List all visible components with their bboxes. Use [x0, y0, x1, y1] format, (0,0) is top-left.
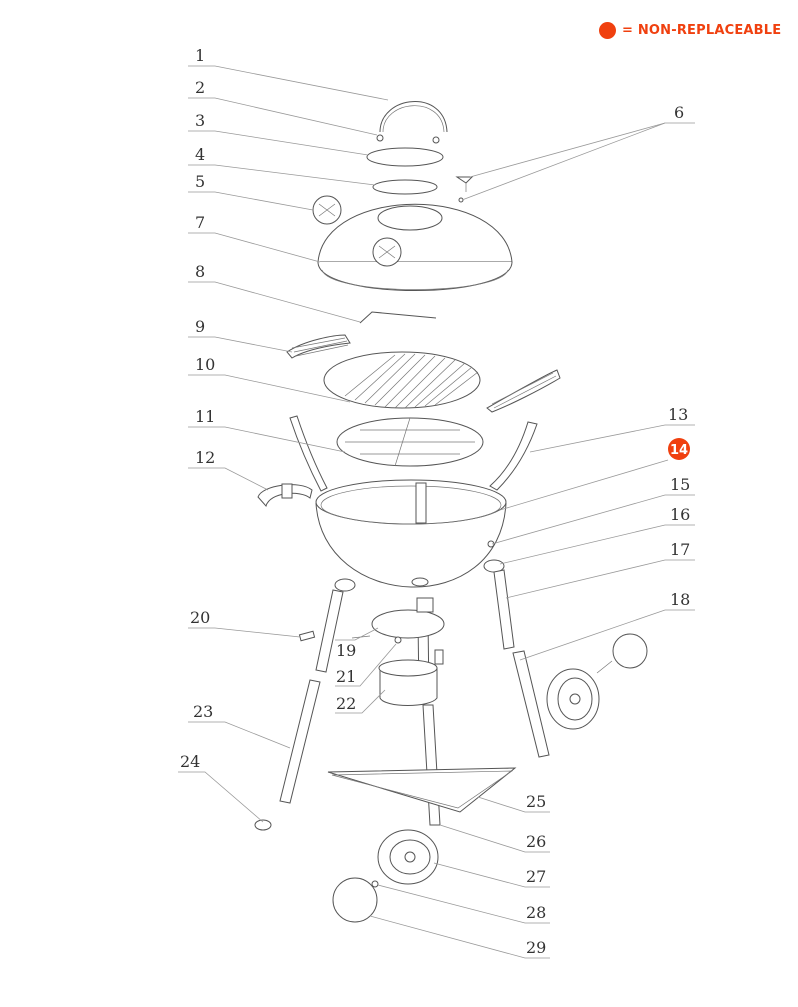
- part-label-14: 14: [670, 443, 688, 458]
- part-label-28: 28: [526, 903, 546, 922]
- part-label-5: 5: [195, 172, 205, 191]
- part-label-11: 11: [195, 407, 215, 426]
- part-label-12: 12: [195, 448, 215, 467]
- bowl-hardware: [487, 540, 495, 548]
- part-label-18: 18: [670, 590, 690, 609]
- leg-left: [315, 589, 344, 673]
- part-label-24: 24: [180, 752, 200, 771]
- leader-lines: [178, 65, 695, 959]
- part-label-2: 2: [195, 78, 205, 97]
- non-replaceable-dot-icon: [599, 22, 616, 39]
- bowl-handle-right: [489, 421, 538, 491]
- side-grate-left: [286, 334, 351, 359]
- part-label-29: 29: [526, 938, 546, 957]
- ash-catcher-plate: [371, 609, 445, 639]
- part-label-6: 6: [674, 103, 684, 122]
- part-drawings: [254, 101, 648, 923]
- part-label-25: 25: [526, 792, 546, 811]
- part-label-10: 10: [195, 355, 215, 374]
- part-label-8: 8: [195, 262, 205, 281]
- part-label-21: 21: [336, 667, 356, 686]
- part-label-26: 26: [526, 832, 546, 851]
- part-label-20: 20: [190, 608, 210, 627]
- legend-label: = NON-REPLACEABLE: [622, 23, 782, 38]
- part-label-7: 7: [195, 213, 205, 232]
- part-label-17: 17: [670, 540, 690, 559]
- axle-nut: [371, 880, 379, 888]
- part-label-27: 27: [526, 867, 546, 886]
- lid-handle: [379, 101, 448, 133]
- part-label-16: 16: [670, 505, 690, 524]
- handle-screws: [376, 134, 384, 142]
- hubcap-right: [612, 633, 648, 669]
- leg-right: [493, 569, 515, 650]
- leg-clip: [298, 630, 316, 642]
- leg-cap: [254, 819, 272, 831]
- non-replaceable-legend: = NON-REPLACEABLE: [599, 22, 781, 39]
- part-label-19: 19: [336, 641, 356, 660]
- hubcap: [332, 877, 378, 923]
- part-label-9: 9: [195, 317, 205, 336]
- bowl-handle-left: [289, 415, 328, 492]
- part-label-14-non-replaceable: 14: [668, 438, 690, 460]
- part-label-23: 23: [193, 702, 213, 721]
- ash-pan: [379, 667, 438, 706]
- handle-bracket: [257, 484, 313, 508]
- part-label-22: 22: [336, 694, 356, 713]
- lid-hook: [359, 311, 437, 324]
- leg-center: [422, 704, 441, 826]
- heat-shield: [366, 147, 444, 167]
- part-label-3: 3: [195, 111, 205, 130]
- part-label-4: 4: [195, 145, 205, 164]
- non-replaceable-badge-icon: [668, 438, 690, 460]
- part-label-13: 13: [668, 405, 688, 424]
- thermometer: [455, 176, 474, 184]
- lid-plate: [372, 179, 438, 195]
- part-label-15: 15: [670, 475, 690, 494]
- lid-dome: [317, 203, 513, 263]
- part-labels: 1 2 3 4 5 6 7 8 9 10 11 12 13 14 15 16 1…: [180, 46, 690, 957]
- part-label-1: 1: [195, 46, 205, 65]
- cooking-grate: [323, 351, 481, 409]
